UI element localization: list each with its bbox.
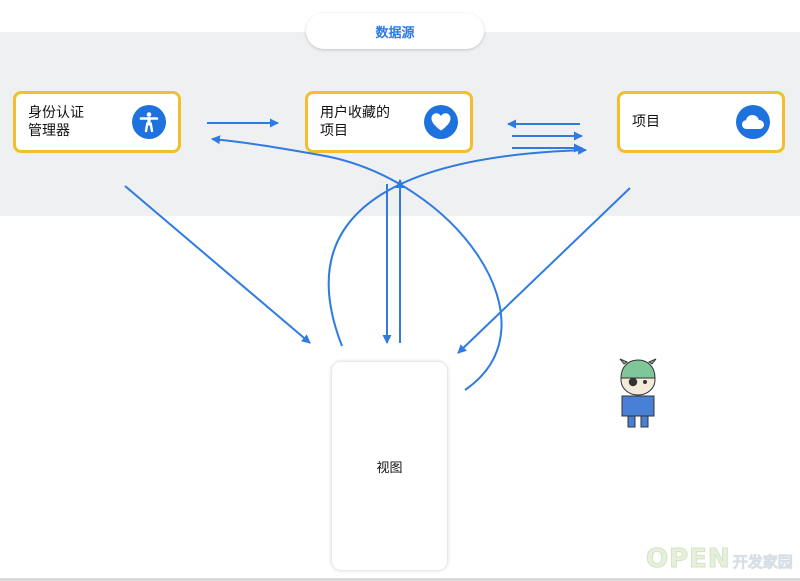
cloud-icon [736, 105, 770, 139]
watermark-brand: OPEN [646, 544, 731, 575]
accessibility-icon [132, 105, 166, 139]
arrow-project-to-view [457, 187, 631, 354]
project-node[interactable]: 项目 [617, 91, 785, 153]
watermark: OPEN 开发家园 [646, 544, 794, 575]
project-label: 项目 [632, 114, 660, 130]
view-label: 视图 [376, 460, 403, 476]
bottom-divider [0, 578, 800, 581]
view-node[interactable]: 视图 [332, 362, 447, 570]
watermark-suffix: 开发家园 [732, 553, 793, 572]
arrow-view-to-auth-curve [211, 135, 503, 391]
arrow-auth-to-view [124, 185, 311, 344]
user-favorites-node[interactable]: 用户收藏的 项目 [305, 91, 473, 153]
arrow-view-to-project-curve [327, 145, 587, 347]
data-source-title: 数据源 [306, 13, 484, 49]
auth-manager-label: 身份认证 管理器 [28, 105, 84, 139]
auth-manager-node[interactable]: 身份认证 管理器 [13, 91, 181, 153]
user-favorites-label: 用户收藏的 项目 [320, 105, 390, 139]
heart-icon [424, 105, 458, 139]
mascot-figure [615, 356, 661, 436]
